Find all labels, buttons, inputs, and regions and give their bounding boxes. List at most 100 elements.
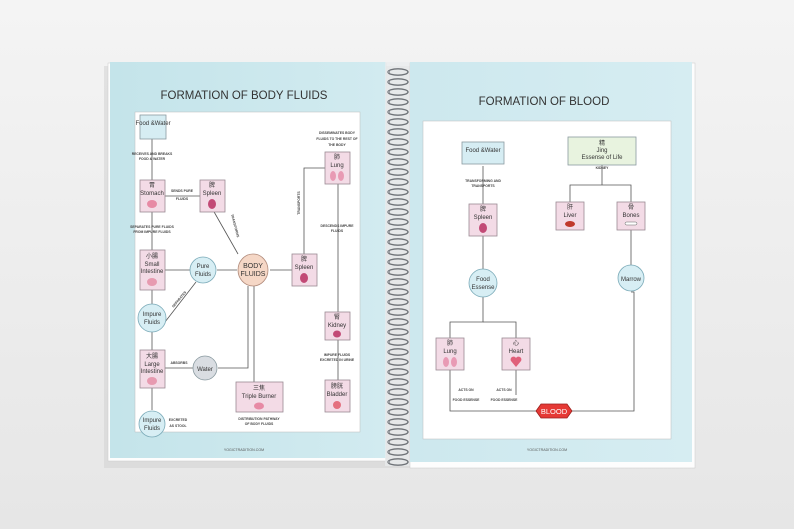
binding-hole <box>387 90 391 94</box>
node-pure-fluids-label-1: Pure <box>197 264 210 270</box>
right-title: FORMATION OF BLOOD <box>479 96 610 108</box>
node-stomach-label: Stomach <box>140 191 164 197</box>
node-impure-bottom-label-1: Impure <box>143 418 162 424</box>
label-impure-excreted-2: EXCRETED IN URINE <box>320 358 355 362</box>
binding-hole <box>387 130 391 134</box>
stomach-icon <box>147 200 157 208</box>
label-acts-on-2a: ACTS ON <box>496 388 512 392</box>
binding-hole <box>387 140 391 144</box>
binding-hole <box>387 70 391 74</box>
node-lung-left-hanzi: 肺 <box>334 154 340 161</box>
binding-hole <box>387 180 391 184</box>
node-kidney-hanzi: 腎 <box>334 313 340 321</box>
node-heart-hanzi: 心 <box>513 340 519 347</box>
node-small-intestine-hanzi: 小腸 <box>146 252 158 260</box>
binding-hole <box>387 440 391 444</box>
intestine-icon <box>147 278 157 286</box>
binding-hole <box>387 380 391 384</box>
left-connectors <box>151 139 339 410</box>
node-food-essense <box>468 268 498 298</box>
node-pure-fluids <box>189 256 217 284</box>
node-blood <box>535 403 573 419</box>
node-lung-right <box>435 337 465 371</box>
node-food-essense-label-2: Essense <box>471 285 495 291</box>
right-footer: YOGICTRADITION.COM <box>527 448 567 452</box>
node-impure-fluids-label-1: Impure <box>143 312 162 318</box>
bladder-icon <box>333 401 341 409</box>
node-body-fluids-label-2: FLUIDS <box>241 271 266 278</box>
node-bladder-hanzi: 膀胱 <box>331 382 343 390</box>
label-absorbs: ABSORBS <box>171 361 189 365</box>
node-heart-label: Heart <box>509 349 524 355</box>
node-spleen-right-label: Spleen <box>474 215 493 221</box>
node-pure-fluids-label-2: Fluids <box>195 272 211 278</box>
node-spleen-right-hanzi: 脾 <box>480 205 486 213</box>
node-spleen-mid-hanzi: 脾 <box>301 255 307 263</box>
heart-icon <box>510 356 522 367</box>
node-jing-label-1: Jing <box>596 148 607 154</box>
node-bladder-label: Bladder <box>327 392 348 398</box>
node-lung-right-label: Lung <box>443 349 456 355</box>
label-acts-on-1a: ACTS ON <box>458 388 474 392</box>
label-separates-2: FROM IMPURE FLUIDS <box>133 230 171 234</box>
binding-hole <box>387 120 391 124</box>
node-impure-fluids <box>137 303 167 333</box>
label-kidney-small: KIDNEY <box>596 166 610 170</box>
node-body-fluids <box>237 253 269 287</box>
label-transports: TRANSPORTS <box>297 191 301 215</box>
label-transforms: TRANSFORMS <box>230 214 240 239</box>
binding-hole <box>387 390 391 394</box>
binding-hole <box>387 170 391 174</box>
label-excreted-1: EXCRETED <box>169 418 188 422</box>
binding-hole <box>387 110 391 114</box>
node-water <box>192 355 218 381</box>
binding-hole <box>387 370 391 374</box>
node-liver-label: Liver <box>563 213 576 219</box>
triple-burner-icon <box>254 402 264 410</box>
node-large-intestine-label-1: Large <box>144 362 160 368</box>
spleen-right-icon <box>479 223 487 233</box>
node-lung-left <box>324 151 351 185</box>
binding-hole <box>387 270 391 274</box>
node-spleen-top-label: Spleen <box>203 191 222 197</box>
binding-hole <box>387 80 391 84</box>
node-impure-fluids-label-2: Fluids <box>144 320 160 326</box>
binding-hole <box>387 360 391 364</box>
node-water-label: Water <box>197 367 213 373</box>
label-impure-excreted-1: IMPURE FLUIDS <box>324 353 351 357</box>
binding-hole <box>387 320 391 324</box>
label-receives-2: FOOD & WATER <box>139 157 166 161</box>
left-footer: YOGICTRADITION.COM <box>224 448 264 452</box>
label-transforming-1: TRANSFORMING AND <box>465 179 501 183</box>
node-liver-hanzi: 肝 <box>567 204 573 211</box>
label-disseminates-2: FLUIDS TO THE REST OF <box>316 137 357 141</box>
node-food-water-right <box>461 141 505 165</box>
spleen-mid-icon <box>300 273 308 283</box>
large-intestine-icon <box>147 377 157 385</box>
binding-hole <box>387 430 391 434</box>
binding-hole <box>387 250 391 254</box>
right-page: FORMATION OF BLOOD Food &Water 精 Jing Es… <box>409 62 696 469</box>
spleen-icon <box>208 199 216 209</box>
label-receives-1: RECEIVES AND BREAKS <box>132 152 173 156</box>
binding-hole <box>387 240 391 244</box>
node-triple-burner-hanzi: 三焦 <box>253 384 265 392</box>
binding-hole <box>387 260 391 264</box>
label-descends-2: FLUIDS <box>331 229 344 233</box>
node-kidney-label: Kidney <box>328 323 346 329</box>
binding-hole <box>387 280 391 284</box>
node-jing <box>567 136 637 166</box>
node-large-intestine-hanzi: 大腸 <box>146 352 158 360</box>
node-bones-hanzi: 骨 <box>628 204 634 211</box>
label-transforming-2: TRANSPORTS <box>471 184 495 188</box>
right-connectors <box>449 165 635 412</box>
node-spleen-mid-label: Spleen <box>295 265 314 271</box>
binding-hole <box>387 100 391 104</box>
node-impure-fluids-bottom <box>138 410 166 438</box>
node-bones-label: Bones <box>622 213 639 219</box>
binding-hole <box>387 190 391 194</box>
label-distribution-1: DISTRIBUTION PATHWAY <box>238 417 280 421</box>
node-body-fluids-label-1: BODY <box>243 263 263 270</box>
